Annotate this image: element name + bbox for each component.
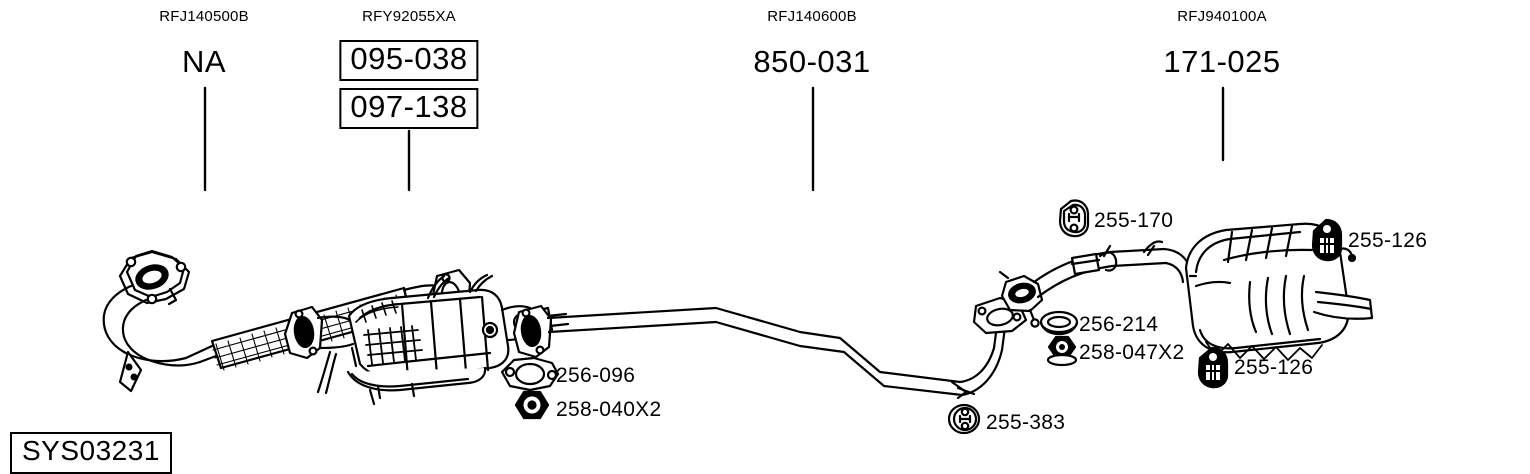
label-258-047x2: 258-047X2 [1079, 341, 1185, 364]
centre-pipe-art [512, 296, 1028, 400]
part-ref-rear-silencer: RFJ940100A [1177, 8, 1267, 25]
label-255-126-bottom: 255-126 [1234, 356, 1314, 379]
part-number-catalytic-converter-a: 095-038 [339, 40, 479, 81]
part-number-front-pipe: NA [181, 44, 227, 79]
part-ref-front-pipe: RFJ140500B [159, 8, 249, 25]
leader-lines [203, 86, 1225, 192]
part-ref-catalytic-converter: RFY92055XA [362, 8, 456, 25]
rubber-hanger-icon-255-126-bottom [1197, 346, 1229, 389]
label-256-214: 256-214 [1079, 313, 1159, 336]
part-number-catalytic-converter-b: 097-138 [339, 88, 479, 129]
ring-gasket-icon [1039, 310, 1079, 336]
round-hanger-icon [947, 403, 981, 435]
label-256-096: 256-096 [556, 364, 636, 387]
part-number-rear-silencer: 171-025 [1163, 44, 1281, 79]
oval-gasket-icon [500, 356, 560, 392]
part-number-centre-pipe: 850-031 [753, 44, 871, 79]
label-255-170: 255-170 [1094, 209, 1174, 232]
hex-nut-icon [514, 390, 550, 420]
label-258-040x2: 258-040X2 [556, 398, 662, 421]
rubber-hanger-icon-255-170 [1058, 199, 1090, 238]
label-255-126-top: 255-126 [1348, 229, 1428, 252]
label-255-383: 255-383 [986, 411, 1066, 434]
system-code-box: SYS03231 [10, 432, 172, 474]
flange-nut-icon [1046, 335, 1078, 367]
rubber-hanger-icon-255-126-top [1311, 218, 1343, 262]
rear-silencer-art [998, 222, 1374, 361]
part-ref-centre-pipe: RFJ140600B [767, 8, 857, 25]
